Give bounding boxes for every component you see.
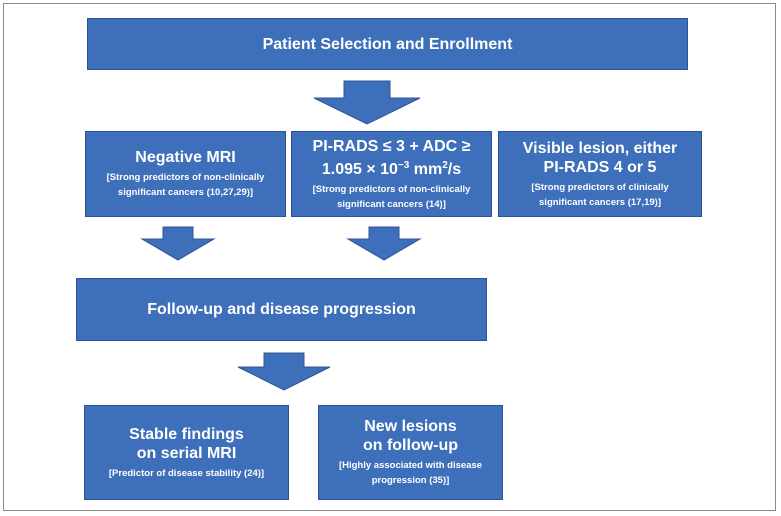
visible-lesion-box: Visible lesion, either PI-RADS 4 or 5 [S… (498, 131, 702, 217)
visible-lesion-title: Visible lesion, either PI-RADS 4 or 5 (522, 139, 678, 176)
negative-mri-note: [Strong predictors of non-clinically sig… (106, 172, 265, 198)
patient-selection-box: Patient Selection and Enrollment (87, 18, 688, 70)
stable-findings-note: [Predictor of disease stability (24)] (108, 467, 265, 479)
arrow-down-icon (346, 226, 422, 261)
new-lesions-note: [Highly associated with disease progress… (338, 460, 483, 486)
arrow-down-icon (313, 80, 421, 125)
followup-title: Follow-up and disease progression (147, 301, 416, 318)
followup-box: Follow-up and disease progression (76, 278, 487, 341)
pirads-note: [Strong predictors of non-clinically sig… (312, 183, 471, 210)
new-lesions-box: New lesions on follow-up [Highly associa… (318, 405, 503, 500)
new-lesions-title: New lesions on follow-up (362, 418, 459, 454)
negative-mri-box: Negative MRI [Strong predictors of non-c… (85, 131, 286, 217)
visible-lesion-note: [Strong predictors of clinically signifi… (531, 181, 669, 208)
pirads-title: PI-RADS ≤ 3 + ADC ≥ 1.095 × 10−3 mm2/s (312, 137, 471, 178)
arrow-down-icon (237, 352, 331, 391)
arrow-down-icon (140, 226, 216, 261)
negative-mri-title: Negative MRI (135, 149, 236, 166)
stable-findings-title: Stable findings on serial MRI (129, 425, 244, 462)
patient-selection-title: Patient Selection and Enrollment (262, 35, 513, 53)
diagram-frame (3, 3, 776, 511)
pirads-box: PI-RADS ≤ 3 + ADC ≥ 1.095 × 10−3 mm2/s [… (291, 131, 492, 217)
stable-findings-box: Stable findings on serial MRI [Predictor… (84, 405, 289, 500)
